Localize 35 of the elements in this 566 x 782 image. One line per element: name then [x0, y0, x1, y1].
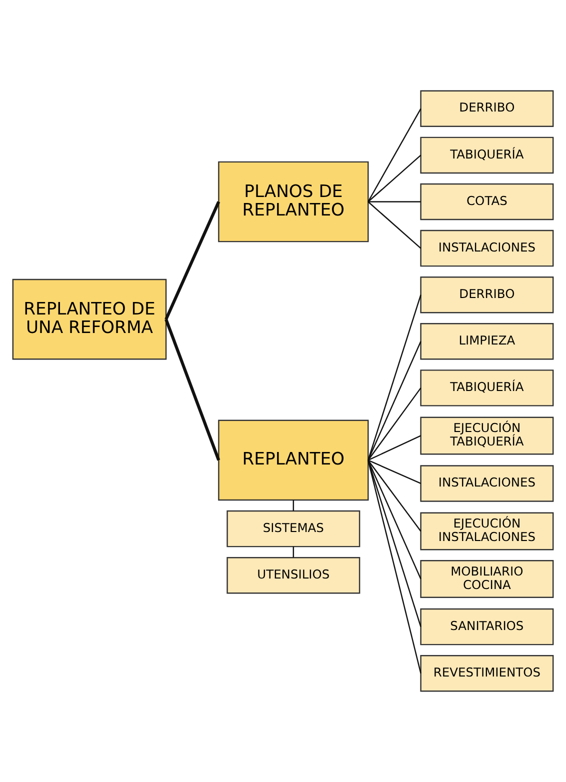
node-box: INSTALACIONES — [420, 465, 554, 502]
connector — [292, 546, 294, 558]
connector — [292, 500, 294, 512]
connector — [368, 460, 422, 484]
node-box: TABIQUERÍA — [420, 370, 554, 406]
connector — [368, 460, 422, 674]
connector — [368, 154, 422, 202]
connector — [368, 460, 422, 627]
node-box: MOBILIARIO COCINA — [420, 560, 554, 598]
node-box: UTENSILIOS — [226, 556, 360, 594]
node-box: EJECUCIÓN INSTALACIONES — [420, 512, 554, 550]
node-box: DERRIBO — [420, 276, 554, 314]
connector — [368, 201, 421, 202]
node-box: TABIQUERÍA — [420, 136, 554, 174]
node-box: SISTEMAS — [226, 510, 360, 548]
connector — [368, 460, 422, 580]
connector — [368, 460, 422, 532]
node-box: LIMPIEZA — [420, 323, 554, 360]
node-box: REVESTIMIENTOS — [420, 654, 554, 692]
connector — [368, 435, 422, 461]
node-box: COTAS — [420, 183, 554, 220]
connector — [368, 341, 422, 460]
connector — [368, 388, 422, 461]
connector — [368, 294, 422, 460]
connector — [164, 201, 220, 320]
node-box: PLANOS DE REPLANTEO — [218, 161, 369, 242]
connector — [368, 201, 422, 249]
connector — [368, 108, 422, 202]
node-box: INSTALACIONES — [420, 230, 554, 267]
node-box: SANITARIOS — [420, 608, 554, 646]
node-box: DERRIBO — [420, 90, 554, 128]
node-box: REPLANTEO DE UNA REFORMA — [12, 278, 167, 360]
node-box: EJECUCIÓN TABIQUERÍA — [420, 416, 554, 455]
node-box: REPLANTEO — [218, 420, 369, 501]
connector — [164, 318, 220, 461]
